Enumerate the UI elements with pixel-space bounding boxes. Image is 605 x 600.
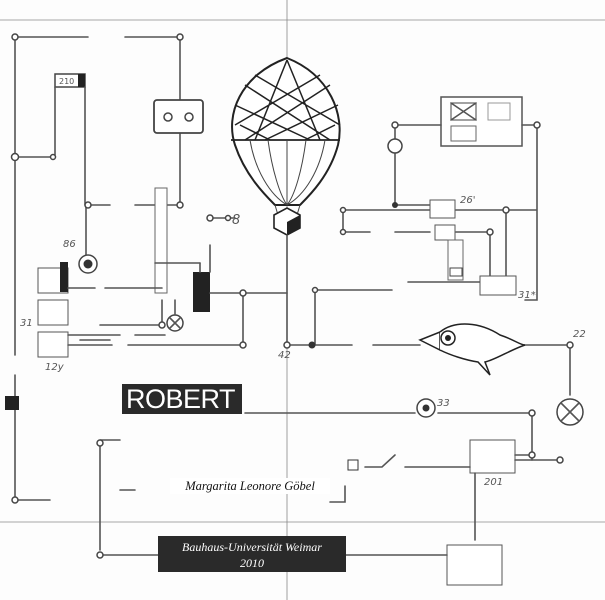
label-42: 42: [278, 350, 291, 361]
label-26: 26': [460, 195, 475, 206]
label-33: 33: [437, 398, 450, 409]
author-name: Margarita Leonore Göbel: [170, 478, 330, 494]
publisher-name: Bauhaus-Universität Weimar: [182, 540, 322, 554]
label-86: 86: [63, 239, 76, 250]
label-12y: 12y: [45, 362, 65, 373]
label-8: 8: [232, 213, 240, 228]
right-circuit: [5, 96, 584, 586]
label-22: 22: [573, 329, 586, 340]
label-31: 31: [20, 318, 33, 329]
diagram-labels: 210 86 8 26' 31 12y 42 31* 22 33 201: [20, 77, 586, 488]
label-201: 201: [484, 477, 503, 488]
label-210: 210: [59, 77, 74, 86]
hot-air-balloon: [231, 56, 341, 346]
publisher-box: Bauhaus-Universität Weimar 2010: [158, 536, 346, 572]
bird-drawing: [418, 323, 526, 376]
lamp-icon: [387, 138, 403, 154]
label-31-star: 31*: [518, 290, 536, 301]
robot-face-icon: [153, 99, 204, 134]
book-title: ROBERT: [122, 384, 242, 414]
publication-year: 2010: [240, 556, 264, 570]
left-circuit: [10, 33, 288, 358]
relay-block: [193, 272, 210, 312]
